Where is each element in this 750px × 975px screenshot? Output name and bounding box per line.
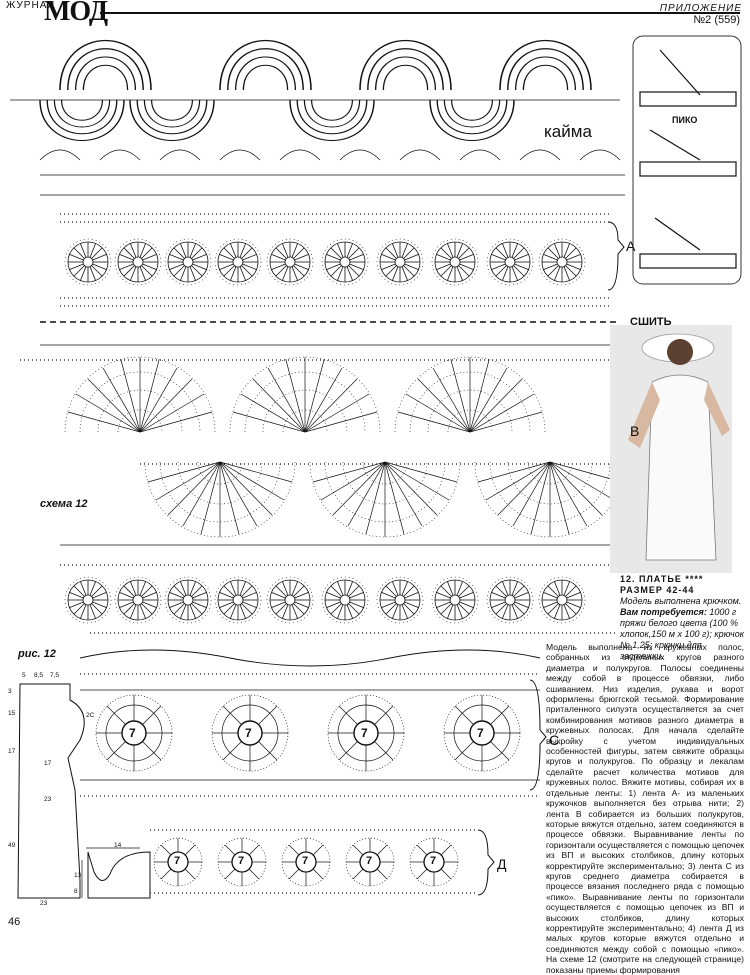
band-b-motifs xyxy=(20,321,627,537)
sew-label: СШИТЬ xyxy=(630,316,672,328)
motif-number: 7 xyxy=(430,855,437,867)
pattern-dim: 2С xyxy=(86,712,95,719)
pattern-dim: 49 xyxy=(8,842,16,849)
edging-band xyxy=(10,39,625,223)
header-rule xyxy=(100,12,740,14)
description-text: Модель выполнена из кружевных полос, соб… xyxy=(546,642,744,975)
pattern-dim: 23 xyxy=(44,796,52,803)
sewing-pattern xyxy=(17,683,151,899)
motif-number: 7 xyxy=(302,855,309,867)
edging-label: кайма xyxy=(544,122,592,141)
band-d-label: Д xyxy=(497,856,507,872)
model-info: 12. ПЛАТЬЕ **** РАЗМЕР 42-44 Модель выпо… xyxy=(620,574,746,662)
model-photo xyxy=(610,325,732,573)
pattern-dim: 7,5 xyxy=(50,672,60,679)
journal-label: ЖУРНАЛ xyxy=(6,0,56,11)
pattern-dim: 17 xyxy=(44,760,52,767)
band-c-motifs xyxy=(79,649,547,797)
model-title: 12. ПЛАТЬЕ xyxy=(620,574,682,584)
figure-label: рис. 12 xyxy=(18,648,56,660)
page-number: 46 xyxy=(8,916,21,928)
motif-number: 7 xyxy=(366,855,373,867)
motif-number: 7 xyxy=(238,855,245,867)
band-d-motifs xyxy=(150,829,495,896)
pattern-dim: 3 xyxy=(8,688,12,695)
pattern-dim: 23 xyxy=(40,900,48,907)
motif-number: 7 xyxy=(129,726,136,740)
motif-number: 7 xyxy=(174,855,181,867)
issue-number: №2 (559) xyxy=(693,14,740,26)
pattern-dim: 17 xyxy=(8,748,16,755)
technique-text: Модель выполнена крючком. xyxy=(620,596,742,606)
band-a-motifs xyxy=(60,221,625,307)
materials-text: 1000 г пряжи белого цвета (100 % хлопок,… xyxy=(620,607,744,661)
pattern-dim: 8,5 xyxy=(34,672,44,679)
materials-label: Вам потребуется: xyxy=(620,607,707,617)
pattern-dim: 8 xyxy=(74,888,78,895)
band-a2-motifs xyxy=(60,544,620,634)
motif-number: 7 xyxy=(361,726,368,740)
pattern-dim: 15 xyxy=(8,710,16,717)
motif-number: 7 xyxy=(245,726,252,740)
size-label: РАЗМЕР xyxy=(620,585,663,595)
band-a-label: А xyxy=(626,238,636,254)
supplement-label: ПРИЛОЖЕНИЕ xyxy=(659,3,742,14)
schema-label: схема 12 xyxy=(40,498,88,510)
difficulty-stars: **** xyxy=(685,574,704,584)
motif-number: 7 xyxy=(477,726,484,740)
pattern-dim: 13 xyxy=(74,872,82,879)
technique-insets xyxy=(632,35,742,285)
band-c-label: С xyxy=(549,732,560,748)
journal-logo: МОД xyxy=(44,0,108,27)
picot-label: ПИКО xyxy=(672,115,698,125)
crochet-diagram xyxy=(10,35,742,899)
pattern-dim: 5 xyxy=(22,672,26,679)
pattern-dim: 14 xyxy=(114,842,122,849)
band-b-label: В xyxy=(630,423,640,439)
size-value: 42-44 xyxy=(666,585,695,595)
